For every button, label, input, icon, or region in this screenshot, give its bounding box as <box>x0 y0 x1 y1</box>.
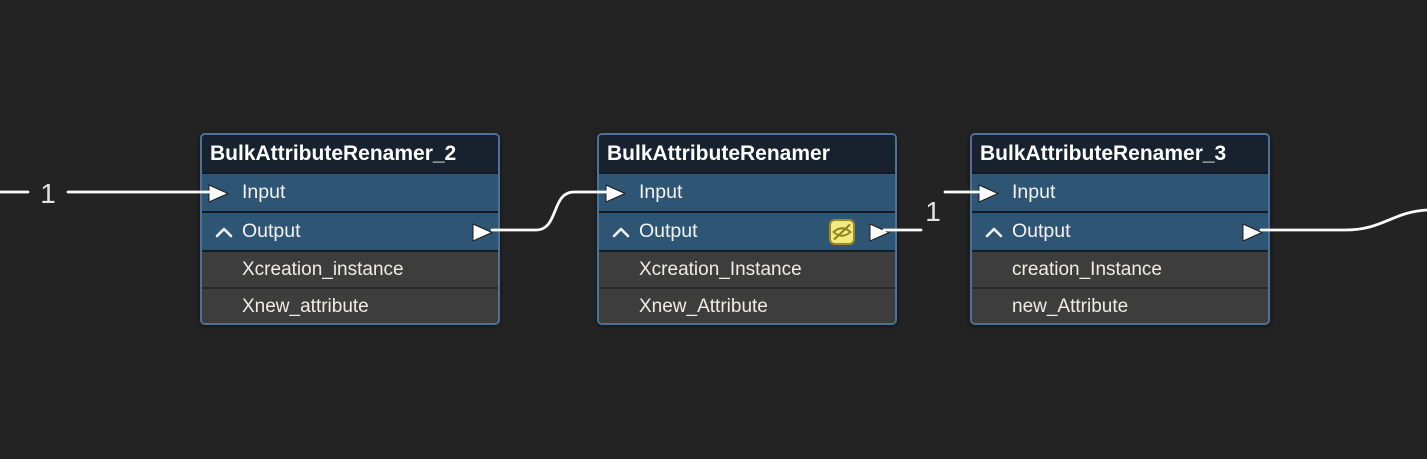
node-title[interactable]: BulkAttributeRenamer <box>599 135 895 172</box>
link-outgoing-right <box>1259 208 1427 232</box>
feature-count-label: 1 <box>40 178 56 209</box>
output-port-label: Output <box>639 220 698 242</box>
output-port-row[interactable]: Output <box>202 211 498 250</box>
chevron-up-icon[interactable] <box>612 226 630 238</box>
link-node1-to-node2 <box>490 190 608 232</box>
attribute-row[interactable]: Xcreation_Instance <box>599 250 895 287</box>
transformer-node[interactable]: BulkAttributeRenamer_3 Input Output crea… <box>970 133 1270 325</box>
input-port-arrow-icon[interactable] <box>978 184 999 203</box>
attribute-row[interactable]: creation_Instance <box>972 250 1268 287</box>
output-port-label: Output <box>1012 220 1071 242</box>
input-port-arrow-icon[interactable] <box>208 184 229 203</box>
eye-slash-cache-icon[interactable] <box>829 219 855 245</box>
node-title[interactable]: BulkAttributeRenamer_2 <box>202 135 498 172</box>
output-port-arrow-icon[interactable] <box>1242 223 1263 242</box>
output-port-arrow-icon[interactable] <box>472 223 493 242</box>
transformer-node[interactable]: BulkAttributeRenamer_2 Input Output Xcre… <box>200 133 500 325</box>
chevron-up-icon[interactable] <box>985 226 1003 238</box>
feature-count-label: 1 <box>925 196 941 227</box>
input-port-row[interactable]: Input <box>972 172 1268 211</box>
attribute-row[interactable]: new_Attribute <box>972 287 1268 323</box>
output-port-label: Output <box>242 220 301 242</box>
input-port-arrow-icon[interactable] <box>605 184 626 203</box>
input-port-label: Input <box>242 181 286 203</box>
attribute-row[interactable]: Xnew_Attribute <box>599 287 895 323</box>
attribute-row[interactable]: Xnew_attribute <box>202 287 498 323</box>
transformer-node[interactable]: BulkAttributeRenamer Input Output Xcreat… <box>597 133 897 325</box>
output-port-row[interactable]: Output <box>972 211 1268 250</box>
output-port-row[interactable]: Output <box>599 211 895 250</box>
input-port-row[interactable]: Input <box>202 172 498 211</box>
chevron-up-icon[interactable] <box>215 226 233 238</box>
attribute-row[interactable]: Xcreation_instance <box>202 250 498 287</box>
input-port-label: Input <box>1012 181 1056 203</box>
input-port-label: Input <box>639 181 683 203</box>
output-port-arrow-icon[interactable] <box>869 223 890 242</box>
input-port-row[interactable]: Input <box>599 172 895 211</box>
node-title[interactable]: BulkAttributeRenamer_3 <box>972 135 1268 172</box>
